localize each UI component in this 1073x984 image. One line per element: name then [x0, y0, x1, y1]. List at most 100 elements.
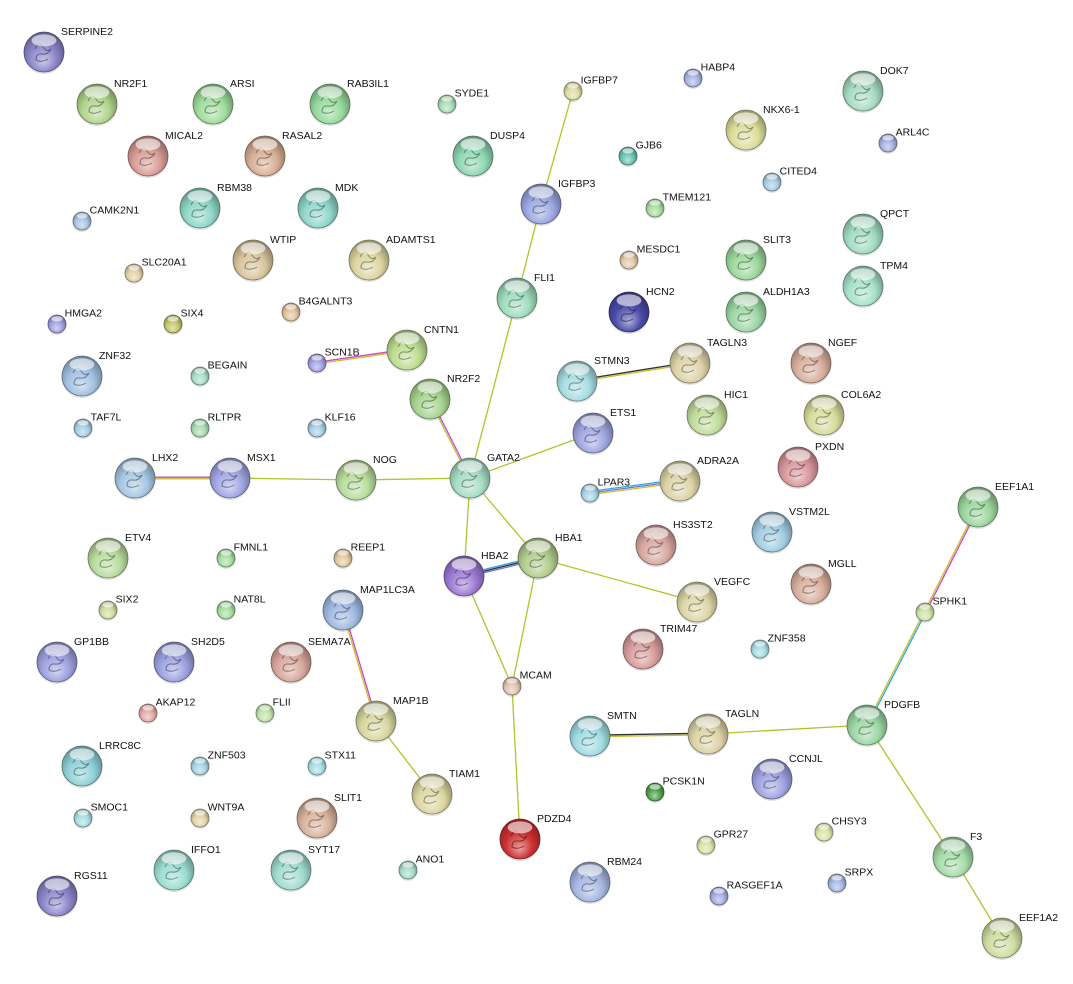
node-WTIP[interactable]: WTIP	[232, 234, 297, 282]
node-CNTN1[interactable]: CNTN1	[386, 324, 460, 372]
node-PDZD4[interactable]: PDZD4	[499, 813, 572, 861]
node-ADRA2A[interactable]: ADRA2A	[659, 455, 740, 503]
node-AKAP12[interactable]: AKAP12	[138, 696, 196, 724]
node-ETS1[interactable]: ETS1	[572, 407, 637, 455]
node-HMGA2[interactable]: HMGA2	[47, 307, 103, 335]
node-CCNJL[interactable]: CCNJL	[751, 753, 823, 801]
node-ZNF358[interactable]: ZNF358	[750, 632, 806, 660]
node-ETV4[interactable]: ETV4	[87, 532, 152, 580]
node-NKX6-1[interactable]: NKX6-1	[725, 104, 800, 152]
node-QPCT[interactable]: QPCT	[842, 208, 910, 256]
node-ANO1[interactable]: ANO1	[398, 853, 445, 881]
node-NR2F2[interactable]: NR2F2	[409, 373, 481, 421]
node-ZNF503[interactable]: ZNF503	[190, 749, 246, 777]
node-DUSP4[interactable]: DUSP4	[452, 130, 526, 178]
node-SYT17[interactable]: SYT17	[270, 844, 341, 892]
node-STX11[interactable]: STX11	[307, 749, 357, 777]
node-PXDN[interactable]: PXDN	[777, 441, 845, 489]
node-FLII[interactable]: FLII	[255, 696, 291, 724]
node-NGEF[interactable]: NGEF	[790, 337, 858, 385]
node-SIX4[interactable]: SIX4	[163, 307, 204, 335]
node-CHSY3[interactable]: CHSY3	[814, 815, 867, 843]
node-GPR27[interactable]: GPR27	[696, 828, 749, 856]
node-SPHK1[interactable]: SPHK1	[915, 595, 968, 623]
node-DOK7[interactable]: DOK7	[842, 65, 909, 113]
node-GATA2[interactable]: GATA2	[449, 452, 521, 500]
node-MCAM[interactable]: MCAM	[502, 669, 552, 697]
node-RBM38[interactable]: RBM38	[179, 182, 253, 230]
node-ARL4C[interactable]: ARL4C	[878, 126, 930, 154]
node-HBA2[interactable]: HBA2	[443, 550, 509, 598]
node-F3[interactable]: F3	[932, 831, 983, 879]
node-TRIM47[interactable]: TRIM47	[622, 623, 698, 671]
node-FMNL1[interactable]: FMNL1	[216, 541, 269, 569]
node-SCN1B[interactable]: SCN1B	[307, 346, 360, 374]
node-SLC20A1[interactable]: SLC20A1	[124, 256, 187, 284]
node-FLI1[interactable]: FLI1	[496, 272, 556, 320]
node-SMOC1[interactable]: SMOC1	[73, 801, 129, 829]
node-COL6A2[interactable]: COL6A2	[803, 389, 882, 437]
node-HABP4[interactable]: HABP4	[683, 61, 736, 89]
node-RASAL2[interactable]: RASAL2	[244, 130, 323, 178]
node-GP1BB[interactable]: GP1BB	[36, 636, 110, 684]
node-TPM4[interactable]: TPM4	[842, 260, 909, 308]
node-RAB3IL1[interactable]: RAB3IL1	[309, 78, 390, 126]
node-RGS11[interactable]: RGS11	[36, 870, 108, 918]
node-MICAL2[interactable]: MICAL2	[127, 130, 204, 178]
node-RLTPR[interactable]: RLTPR	[190, 411, 242, 439]
node-IGFBP7[interactable]: IGFBP7	[563, 74, 619, 102]
node-VSTM2L[interactable]: VSTM2L	[751, 506, 831, 554]
node-WNT9A[interactable]: WNT9A	[190, 801, 245, 829]
node-HS3ST2[interactable]: HS3ST2	[635, 519, 713, 567]
node-SLIT1[interactable]: SLIT1	[296, 792, 363, 840]
node-GJB6[interactable]: GJB6	[618, 139, 663, 167]
node-TAGLN[interactable]: TAGLN	[687, 708, 760, 756]
node-VEGFC[interactable]: VEGFC	[676, 576, 751, 624]
node-SLIT3[interactable]: SLIT3	[725, 234, 792, 282]
node-LPAR3[interactable]: LPAR3	[580, 476, 631, 504]
node-TAF7L[interactable]: TAF7L	[73, 411, 122, 439]
node-SRPX[interactable]: SRPX	[827, 866, 874, 894]
node-MSX1[interactable]: MSX1	[209, 452, 276, 500]
node-TIAM1[interactable]: TIAM1	[411, 768, 481, 816]
node-NOG[interactable]: NOG	[335, 454, 397, 502]
node-TMEM121[interactable]: TMEM121	[645, 191, 712, 219]
node-RASGEF1A[interactable]: RASGEF1A	[709, 879, 783, 907]
node-HCN2[interactable]: HCN2	[608, 286, 675, 334]
node-SMTN[interactable]: SMTN	[569, 710, 637, 758]
node-RBM24[interactable]: RBM24	[569, 856, 643, 904]
node-NAT8L[interactable]: NAT8L	[216, 593, 266, 621]
node-IGFBP3[interactable]: IGFBP3	[520, 178, 596, 226]
node-MDK[interactable]: MDK	[297, 182, 359, 230]
node-MAP1LC3A[interactable]: MAP1LC3A	[322, 584, 415, 632]
node-REEP1[interactable]: REEP1	[333, 541, 386, 569]
node-LRRC8C[interactable]: LRRC8C	[61, 740, 142, 788]
node-PDGFB[interactable]: PDGFB	[846, 699, 921, 747]
node-CAMK2N1[interactable]: CAMK2N1	[72, 204, 140, 232]
node-CITED4[interactable]: CITED4	[762, 165, 818, 193]
node-B4GALNT3[interactable]: B4GALNT3	[281, 295, 353, 323]
node-TAGLN3[interactable]: TAGLN3	[669, 337, 748, 385]
node-IFFO1[interactable]: IFFO1	[153, 844, 221, 892]
node-EEF1A2[interactable]: EEF1A2	[981, 912, 1059, 960]
node-EEF1A1[interactable]: EEF1A1	[957, 481, 1035, 529]
node-ARSI[interactable]: ARSI	[192, 78, 255, 126]
node-MGLL[interactable]: MGLL	[790, 558, 857, 606]
node-SERPINE2[interactable]: SERPINE2	[23, 26, 114, 74]
node-ALDH1A3[interactable]: ALDH1A3	[725, 286, 810, 334]
node-LHX2[interactable]: LHX2	[114, 452, 179, 500]
node-SEMA7A[interactable]: SEMA7A	[270, 636, 351, 684]
node-HBA1[interactable]: HBA1	[517, 532, 583, 580]
node-KLF16[interactable]: KLF16	[307, 411, 356, 439]
node-NR2F1[interactable]: NR2F1	[76, 78, 148, 126]
node-STMN3[interactable]: STMN3	[556, 355, 630, 403]
node-MAP1B[interactable]: MAP1B	[355, 695, 429, 743]
node-BEGAIN[interactable]: BEGAIN	[190, 359, 248, 387]
node-ADAMTS1[interactable]: ADAMTS1	[348, 234, 436, 282]
node-PCSK1N[interactable]: PCSK1N	[645, 775, 705, 803]
node-SH2D5[interactable]: SH2D5	[153, 636, 226, 684]
node-ZNF32[interactable]: ZNF32	[61, 350, 132, 398]
node-SIX2[interactable]: SIX2	[98, 593, 139, 621]
node-HIC1[interactable]: HIC1	[686, 389, 749, 437]
node-MESDC1[interactable]: MESDC1	[619, 243, 681, 271]
